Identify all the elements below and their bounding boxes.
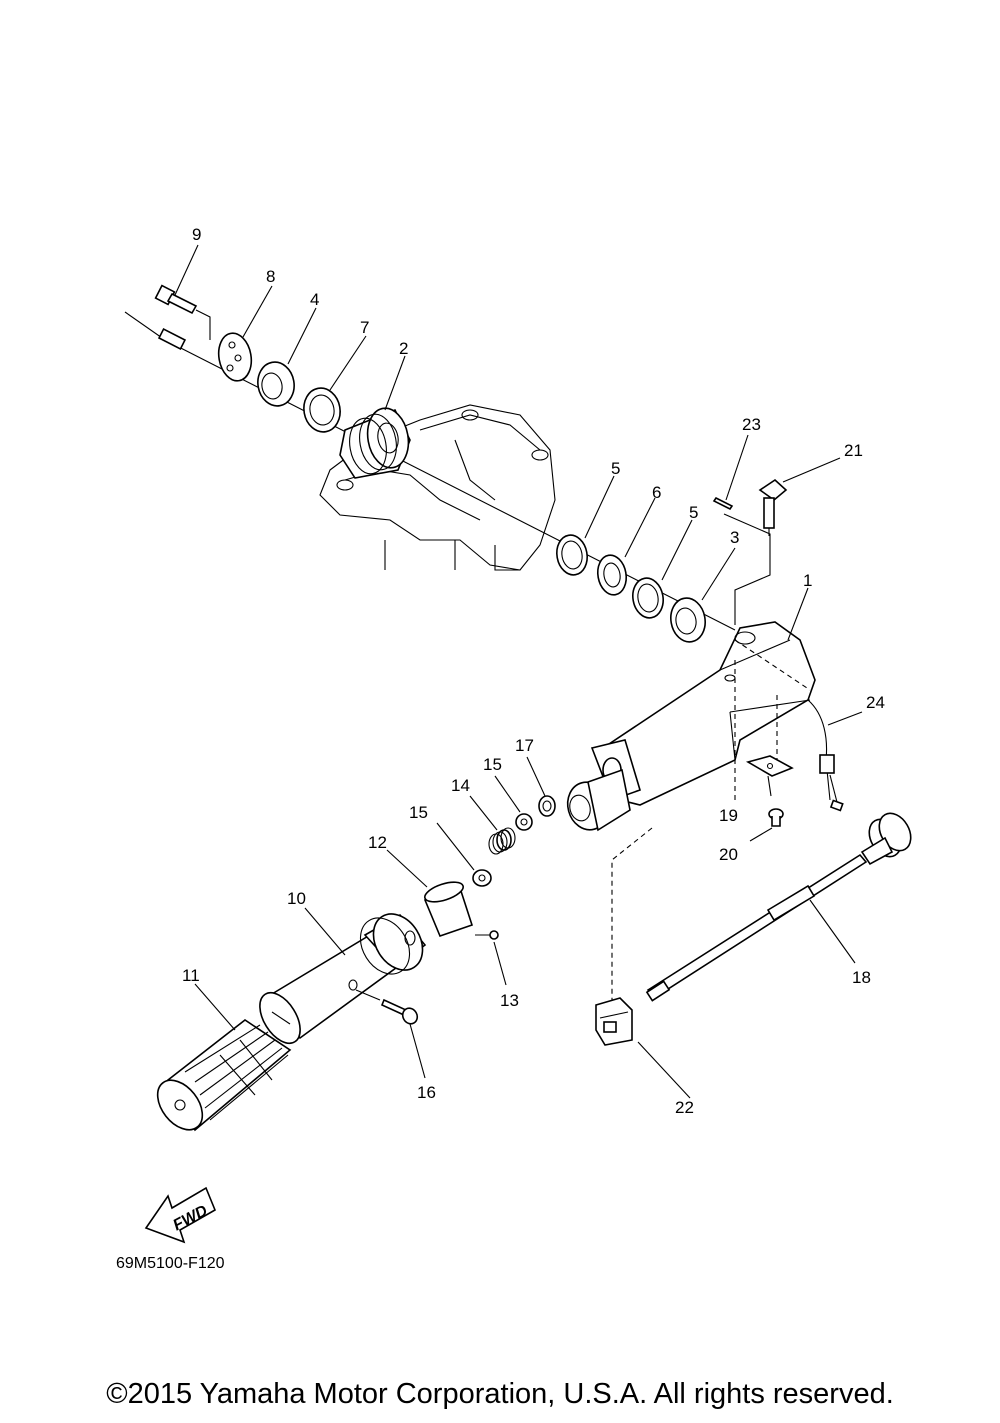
callout-8: 8 — [266, 267, 275, 286]
part-21-fitting — [758, 478, 788, 536]
callout-15a: 15 — [483, 755, 502, 774]
part-12-collar — [423, 881, 474, 938]
callout-19: 19 — [719, 806, 738, 825]
callout-16: 16 — [417, 1083, 436, 1102]
callout-17: 17 — [515, 736, 534, 755]
drawing-code: 69M5100-F120 — [116, 1255, 225, 1272]
part-15-washer-b — [472, 869, 492, 887]
callout-15b: 15 — [409, 803, 428, 822]
callout-labels: 1 2 3 4 5 5 6 7 8 9 10 11 12 13 14 15 15… — [182, 225, 885, 1117]
part-6-clip — [596, 554, 628, 596]
part-8-plate — [217, 332, 253, 382]
part-5-washer-a — [556, 534, 588, 576]
part-18-rod — [645, 812, 912, 1002]
part-15-washer-a — [515, 813, 533, 831]
callout-10: 10 — [287, 889, 306, 908]
callout-1: 1 — [803, 571, 812, 590]
callout-22: 22 — [675, 1098, 694, 1117]
callout-18: 18 — [852, 968, 871, 987]
callout-12: 12 — [368, 833, 387, 852]
callout-5a: 5 — [611, 459, 620, 478]
part-14-spring — [488, 827, 516, 855]
part-11-grip — [156, 1019, 292, 1132]
callout-11: 11 — [182, 966, 200, 985]
callout-13: 13 — [500, 991, 519, 1010]
part-1-handle-housing — [566, 621, 816, 832]
fwd-arrow-icon: FWD — [144, 1186, 217, 1244]
callout-6: 6 — [652, 483, 661, 502]
callout-7: 7 — [360, 318, 369, 337]
cable-end-fitting — [157, 328, 187, 350]
callout-21: 21 — [844, 441, 863, 460]
callout-23: 23 — [742, 415, 761, 434]
part-19-plate — [745, 755, 794, 777]
part-22-clip — [595, 997, 633, 1046]
callout-20: 20 — [719, 845, 738, 864]
part-2-grommet — [339, 407, 411, 479]
part-9-bolt — [154, 284, 198, 315]
callout-4: 4 — [310, 290, 319, 309]
part-7-ring — [303, 387, 341, 433]
part-13-pin — [475, 930, 499, 940]
part-10-throttle-shaft — [259, 913, 427, 1045]
part-20-screw — [768, 808, 784, 827]
callout-3: 3 — [730, 528, 739, 547]
callout-14: 14 — [451, 776, 470, 795]
part-16-screw — [380, 998, 419, 1025]
part-24-wire — [807, 699, 844, 812]
callout-5b: 5 — [689, 503, 698, 522]
part-4-collar — [257, 361, 295, 407]
callout-24: 24 — [866, 693, 885, 712]
part-23-pin — [712, 496, 734, 511]
part-3-collar — [670, 597, 706, 643]
part-17-bushing — [538, 795, 556, 817]
part-5-washer-b — [632, 577, 664, 619]
copyright-notice: ©2015 Yamaha Motor Corporation, U.S.A. A… — [106, 1378, 894, 1410]
callout-9: 9 — [192, 225, 201, 244]
leader-lines — [174, 244, 863, 1099]
callout-2: 2 — [399, 339, 408, 358]
